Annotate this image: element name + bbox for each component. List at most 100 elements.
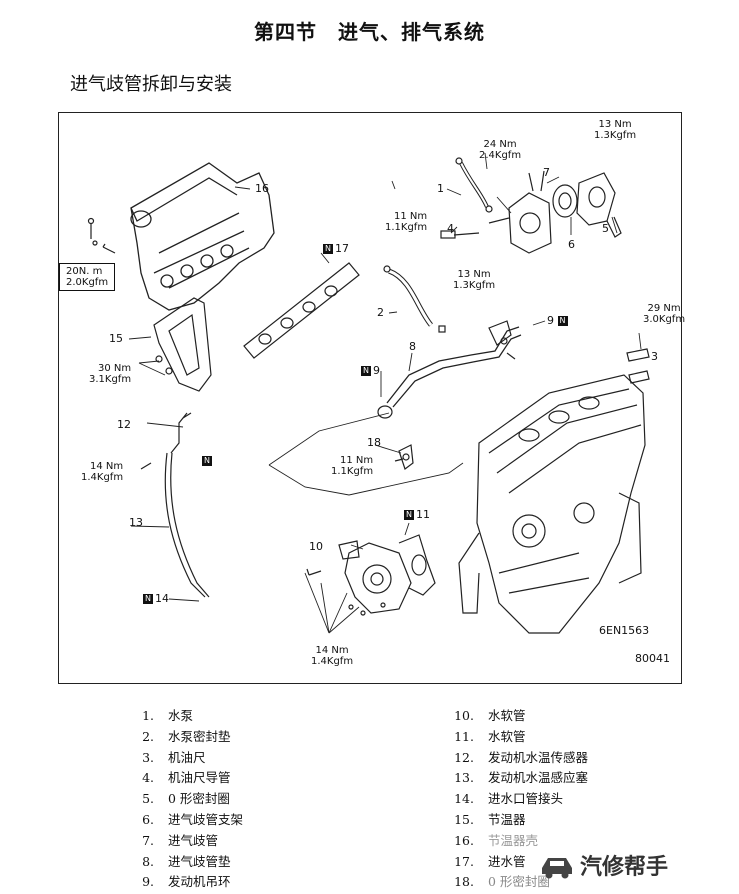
item-name: 水软管	[488, 708, 526, 723]
new-part-symbol: N	[361, 366, 371, 376]
item-number: 9.	[142, 874, 154, 890]
list-item: 14.进水口管接头	[446, 789, 588, 810]
callout-18: 18	[367, 436, 381, 449]
callout-6: 6	[568, 238, 575, 251]
callout-7: 7	[543, 166, 550, 179]
torque-11nm-b: 11 Nm 1.1Kgfm	[331, 455, 374, 477]
diagram-drawing	[87, 152, 650, 634]
list-item: 7.进气歧管	[126, 831, 243, 852]
item-name: 0 形密封圈	[488, 874, 550, 890]
list-item: 5.0 形密封圈	[126, 789, 243, 810]
item-number: 3.	[142, 749, 154, 765]
item-number: 7.	[142, 832, 154, 848]
item-name: 发动机水温感应塞	[488, 770, 589, 786]
item-name: 发动机水温传感器	[488, 749, 589, 765]
item-name: 发动机吊环	[168, 874, 231, 890]
lower-hose-drawing	[383, 265, 446, 333]
item-number: 4.	[142, 770, 154, 786]
callout-17-number: 17	[335, 242, 349, 255]
thermostat-housing-drawing	[440, 170, 552, 254]
torque-11nm-a: 11 Nm 1.1Kgfm	[385, 211, 428, 233]
torque-20nm: 20N. m 2.0Kgfm	[59, 263, 116, 291]
leader-lines	[128, 152, 642, 634]
water-pump-bolts	[306, 568, 386, 616]
new-part-symbol: N	[404, 510, 414, 520]
callout-1: 1	[437, 182, 444, 195]
bolts-top-left	[87, 217, 116, 254]
callout-11-number: 11	[416, 508, 430, 521]
engine-block-drawing	[458, 374, 646, 634]
watermark: 汽修帮手	[540, 846, 735, 884]
list-item: 16. 节温器壳	[446, 831, 588, 852]
item-name: 机油尺	[168, 749, 206, 765]
callout-16: 16	[255, 182, 269, 195]
figure-number: 80041	[635, 652, 670, 665]
list-item: 13.发动机水温感应塞	[446, 768, 588, 789]
item-number: 1.	[142, 708, 154, 723]
water-pump-drawing	[338, 534, 436, 614]
item-name: 节温器壳	[488, 832, 539, 848]
item-name: 水泵	[168, 708, 194, 723]
callout-3: 3	[651, 350, 658, 363]
list-item: 10. 水软管	[446, 706, 588, 727]
item-name: 进气歧管垫	[168, 853, 231, 869]
watermark-text: 汽修帮手	[580, 855, 669, 880]
callout-9-left-number: 9	[373, 364, 380, 377]
list-item: 17.进水管	[446, 852, 588, 873]
manifold-gasket-drawing	[243, 262, 360, 359]
item-number: 18.	[454, 874, 474, 890]
torque-13nm-top: 13 Nm 1.3Kgfm	[594, 119, 637, 141]
list-item: 2.水泵密封垫	[126, 727, 243, 748]
callout-12: 12	[117, 418, 131, 431]
callout-2: 2	[377, 306, 384, 319]
item-number: 12.	[454, 749, 474, 765]
item-number: 16.	[454, 832, 474, 848]
callout-9-number: 9	[547, 314, 554, 327]
item-name: 水软管	[488, 728, 526, 744]
item-number: 15.	[454, 811, 474, 827]
torque-29nm: 29 Nm 3.0Kgfm	[643, 303, 686, 325]
upper-hose-drawing	[455, 157, 493, 213]
list-item: 11. 水软管	[446, 727, 588, 748]
car-logo-icon	[540, 850, 574, 880]
list-item: 1. 水泵	[126, 706, 243, 727]
callout-14-number: 14	[155, 592, 169, 605]
item-name: 机油尺导管	[168, 770, 231, 786]
parts-list-left: 1.水泵 2.水泵密封垫 3.机油尺 4.机油尺导管 5.0 形密封圈 6.进气…	[126, 706, 243, 893]
torque-13nm-mid: 13 Nm 1.3Kgfm	[453, 269, 496, 291]
callout-5: 5	[602, 222, 609, 235]
new-part-symbol: N	[323, 244, 333, 254]
item-number: 2.	[142, 728, 154, 744]
item-number: 11.	[454, 728, 474, 744]
item-name: 0 形密封圈	[168, 791, 230, 807]
torque-24nm: 24 Nm 2.4Kgfm	[479, 139, 522, 161]
water-pipe-drawing	[386, 320, 522, 408]
callout-15: 15	[109, 332, 123, 345]
item-number: 8.	[142, 853, 154, 869]
new-part-symbol: N	[557, 316, 568, 326]
figure-code: 6EN1563	[599, 624, 650, 637]
new-part-symbol: N	[202, 456, 212, 466]
callout-8: 8	[409, 340, 416, 353]
dipstick-drawing	[140, 412, 210, 598]
torque-14nm-b: 14 Nm 1.4Kgfm	[311, 645, 354, 667]
thermostat-cover-drawing	[552, 172, 622, 238]
manifold-bracket-drawing	[153, 297, 212, 392]
callout-12-n: N	[202, 455, 214, 466]
list-item: 8. 进气歧管垫	[126, 852, 243, 873]
list-item: 15.节温器	[446, 810, 588, 831]
list-item: 3. 机油尺	[126, 748, 243, 769]
item-name: 进气歧管支架	[168, 811, 244, 827]
list-item: 12. 发动机水温传感器	[446, 748, 588, 769]
page-subtitle: 进气歧管拆卸与安装	[70, 74, 232, 95]
intake-manifold-drawing	[130, 162, 275, 311]
torque-30nm: 30 Nm 3.1Kgfm	[89, 363, 132, 385]
hose-bracket-drawing	[394, 444, 414, 470]
new-part-symbol: N	[143, 594, 153, 604]
item-name: 进水口管接头	[488, 791, 564, 807]
item-number: 10.	[454, 708, 474, 723]
